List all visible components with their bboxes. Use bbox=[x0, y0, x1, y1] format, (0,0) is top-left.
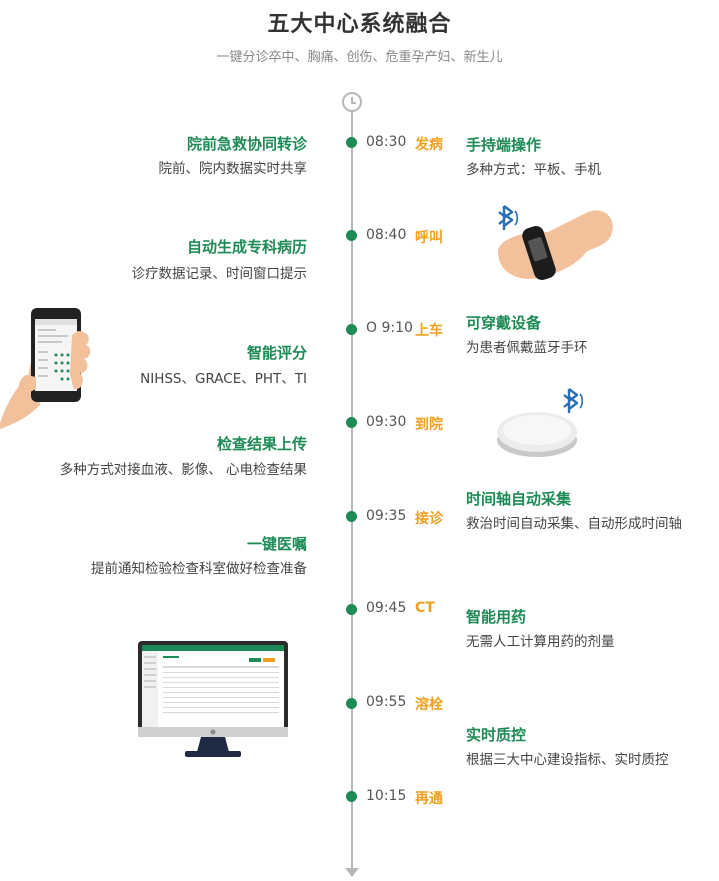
feature-description: 救治时间自动采集、自动形成时间轴 bbox=[466, 516, 682, 532]
feature-description: 多种方式：平板、手机 bbox=[466, 162, 601, 178]
timeline-dot bbox=[346, 604, 357, 615]
feature-heading: 可穿戴设备 bbox=[466, 314, 542, 332]
bluetooth-icon bbox=[498, 205, 519, 230]
timeline-event: 接诊 bbox=[415, 511, 443, 527]
feature-description: 多种方式对接血液、影像、 心电检查结果 bbox=[59, 462, 307, 478]
clock-icon bbox=[342, 92, 362, 112]
timeline-event: 上车 bbox=[415, 323, 443, 339]
feature-description: 根据三大中心建设指标、实时质控 bbox=[466, 752, 669, 768]
feature-heading: 智能用药 bbox=[466, 608, 527, 626]
feature-heading: 手持端操作 bbox=[466, 136, 542, 154]
timeline-dot bbox=[346, 791, 357, 802]
timeline-time: 08:40 bbox=[366, 227, 407, 243]
feature-description: 为患者佩戴蓝牙手环 bbox=[466, 340, 588, 356]
feature-heading: 院前急救协同转诊 bbox=[186, 135, 307, 153]
feature-description: 院前、院内数据实时共享 bbox=[158, 161, 308, 177]
timeline-event: 再通 bbox=[415, 791, 443, 807]
timeline-event: 溶栓 bbox=[415, 697, 443, 713]
timeline-time: 10:15 bbox=[366, 788, 407, 804]
timeline-dot bbox=[346, 698, 357, 709]
feature-description: 无需人工计算用药的剂量 bbox=[466, 634, 615, 650]
timeline-time: 09:45 bbox=[366, 600, 407, 616]
feature-description: 诊疗数据记录、时间窗口提示 bbox=[131, 266, 308, 282]
page-subtitle: 一键分诊卒中、胸痛、创伤、危重孕产妇、新生儿 bbox=[216, 50, 503, 65]
feature-heading: 智能评分 bbox=[246, 344, 307, 362]
timeline-dot bbox=[346, 511, 357, 522]
feature-heading: 检查结果上传 bbox=[216, 435, 307, 453]
feature-description: NIHSS、GRACE、PHT、TI bbox=[140, 371, 307, 387]
feature-description: 提前通知检验检查科室做好检查准备 bbox=[91, 561, 307, 577]
timeline-time: 09:35 bbox=[366, 508, 407, 524]
timeline-axis bbox=[351, 110, 353, 870]
timeline-dot bbox=[346, 417, 357, 428]
phone-illustration bbox=[0, 308, 91, 429]
feature-heading: 时间轴自动采集 bbox=[466, 490, 572, 508]
feature-heading: 实时质控 bbox=[466, 726, 527, 744]
feature-heading: 自动生成专科病历 bbox=[186, 238, 307, 256]
timeline-time: 09:30 bbox=[366, 414, 407, 430]
timeline-event: 呼叫 bbox=[415, 230, 443, 246]
feature-heading: 一键医嘱 bbox=[246, 535, 307, 553]
timeline-dot bbox=[346, 324, 357, 335]
timeline-time: 09:55 bbox=[366, 694, 407, 710]
wristband-illustration bbox=[498, 205, 613, 280]
timeline-event: 到院 bbox=[415, 417, 443, 433]
timeline-arrow bbox=[345, 868, 359, 877]
timeline-dot bbox=[346, 230, 357, 241]
timeline-time: 08:30 bbox=[366, 134, 407, 150]
timeline-time: O 9:10 bbox=[366, 320, 413, 336]
timeline-event: CT bbox=[415, 600, 435, 616]
bluetooth-icon bbox=[563, 388, 584, 413]
timeline-event: 发病 bbox=[415, 137, 443, 153]
beacon-illustration bbox=[497, 388, 584, 457]
page-title: 五大中心系统融合 bbox=[267, 12, 452, 37]
timeline-dot bbox=[346, 137, 357, 148]
monitor-illustration bbox=[138, 641, 288, 757]
